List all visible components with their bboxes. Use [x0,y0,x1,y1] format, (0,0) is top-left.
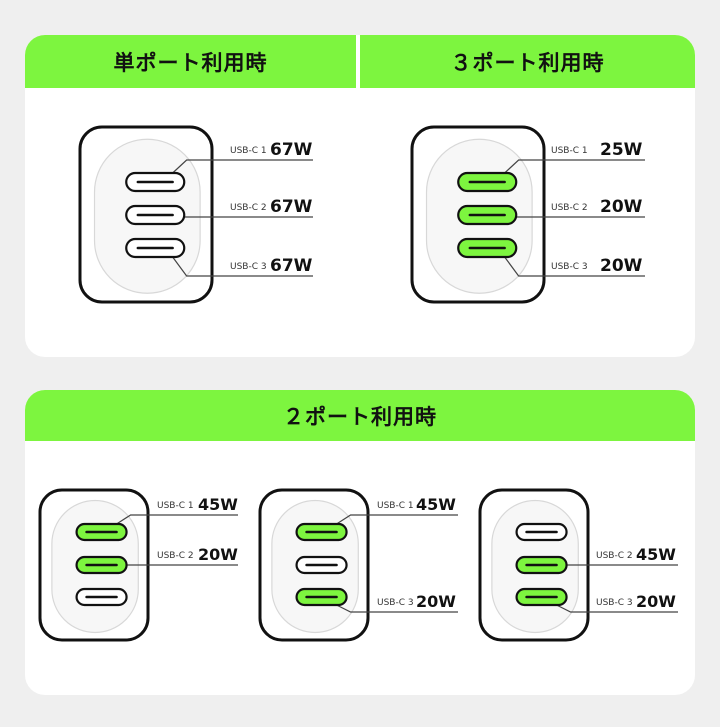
leader-line [336,604,458,613]
port-label: USB-C 3 [551,262,588,272]
port-wattage: 45W [636,545,676,564]
port-wattage: 67W [270,140,313,160]
single-port-header: 単ポート利用時 [25,35,356,88]
port-label: USB-C 2 [596,551,633,561]
port-label: USB-C 1 [230,146,267,156]
port-wattage: 67W [270,256,313,276]
leader-line [504,159,645,174]
port-wattage: 20W [198,545,238,564]
port-wattage: 45W [416,495,456,514]
port-label: USB-C 1 [551,146,588,156]
port-label: USB-C 2 [157,551,194,561]
port-wattage: 20W [636,592,676,611]
port-label: USB-C 2 [551,203,588,213]
port-wattage: 20W [600,256,643,276]
port-label: USB-C 3 [596,598,633,608]
port-wattage: 25W [600,140,643,160]
leader-line [336,514,458,525]
two-port-header: ２ポート利用時 [25,390,695,441]
port-label: USB-C 1 [377,501,414,511]
port-wattage: 67W [270,197,313,217]
leader-line [116,514,238,525]
three-port-header: ３ポート利用時 [360,35,695,88]
port-label: USB-C 1 [157,501,194,511]
leader-line [172,159,313,174]
port-wattage: 20W [600,197,643,217]
port-label: USB-C 2 [230,203,267,213]
leader-line [172,256,313,277]
charger-two-port-c1-c2: USB-C 1 45W USB-C 2 20W [38,488,238,642]
port-wattage: 20W [416,592,456,611]
port-wattage: 45W [198,495,238,514]
port-label: USB-C 3 [230,262,267,272]
leader-line [556,604,678,613]
leader-line [504,256,645,277]
port-label: USB-C 3 [377,598,414,608]
charger-three-port: USB-C 1 25W USB-C 2 20W USB-C 3 20W [410,125,645,304]
